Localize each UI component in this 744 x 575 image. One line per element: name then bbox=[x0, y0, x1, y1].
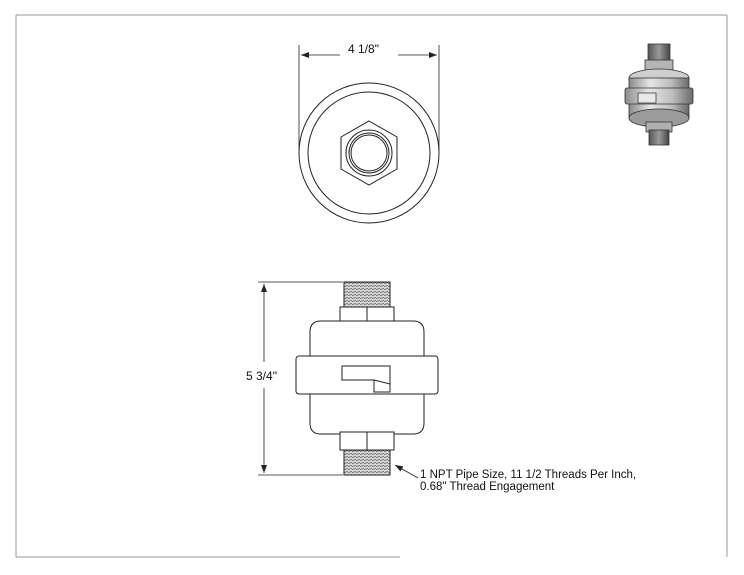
note-leader bbox=[394, 464, 419, 479]
bottom-thread bbox=[343, 449, 391, 476]
side-view bbox=[295, 281, 439, 476]
top-thread bbox=[343, 281, 391, 309]
top-view bbox=[298, 82, 440, 224]
thread-note-line-1: 1 NPT Pipe Size, 11 1/2 Threads Per Inch… bbox=[420, 469, 637, 481]
height-dimension-label: 5 3/4" bbox=[246, 369, 277, 383]
lower-body bbox=[309, 393, 425, 435]
height-dimension-lines bbox=[258, 281, 343, 476]
width-dimension-lines bbox=[298, 45, 440, 150]
isometric-preview-image bbox=[624, 43, 694, 146]
top-view-bore-inner bbox=[350, 134, 388, 172]
drawing-frame bbox=[15, 14, 728, 558]
thread-note-line-2: 0.68" Thread Engagement bbox=[420, 481, 555, 493]
clamp-latch bbox=[341, 365, 391, 393]
width-dimension-label: 4 1/8" bbox=[348, 42, 379, 56]
upper-body bbox=[309, 320, 425, 359]
